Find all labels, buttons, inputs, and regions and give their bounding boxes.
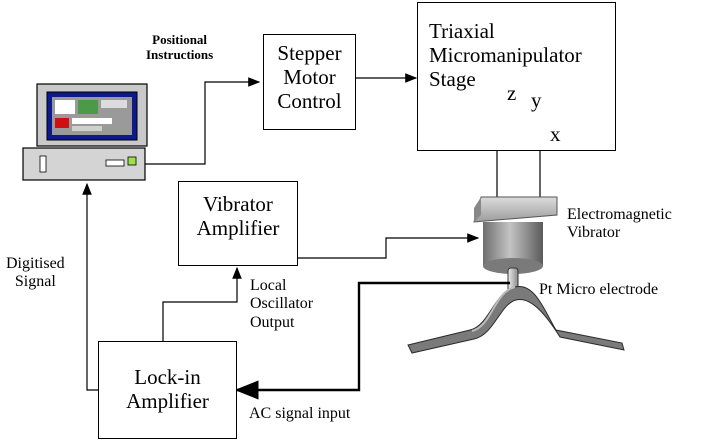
vibrator-amplifier-label: Vibrator Amplifier	[196, 192, 280, 241]
lock-in-amplifier-box	[98, 341, 237, 439]
lock-in-amplifier-label: Lock-in Amplifier	[126, 365, 209, 414]
sample-strip	[407, 286, 625, 354]
axis-x-label: x	[550, 122, 561, 146]
local-oscillator-arrow	[162, 266, 242, 341]
stepper-motor-control-box	[263, 34, 356, 130]
digitised-arrow	[82, 182, 98, 391]
electromagnetic-vibrator-icon	[473, 196, 558, 295]
pt-micro-electrode-label: Pt Micro electrode	[539, 281, 659, 298]
ac-signal-arrow	[234, 281, 510, 400]
local-oscillator-output-label: Local Oscillator Output	[250, 277, 314, 331]
micromanipulator-stage-label: Triaxial Micromanipulator Stage	[429, 19, 582, 92]
axis-y-label: y	[531, 88, 542, 112]
axis-z-label: z	[507, 81, 517, 105]
computer-icon	[22, 83, 148, 181]
vibrator-amplifier-box	[178, 181, 298, 266]
positional-arrow	[145, 77, 261, 165]
stepper-motor-control-label: Stepper Motor Control	[277, 41, 342, 114]
amp-to-vibrator-arrow	[297, 233, 480, 259]
electromagnetic-vibrator-label: Electromagnetic Vibrator	[567, 206, 672, 242]
micromanipulator-stage-box	[417, 2, 616, 151]
positional-instructions-label: Positional Instructions	[146, 32, 214, 62]
digitised-signal-label: Digitised Signal	[6, 255, 65, 291]
ac-signal-input-label: AC signal input	[249, 405, 351, 422]
